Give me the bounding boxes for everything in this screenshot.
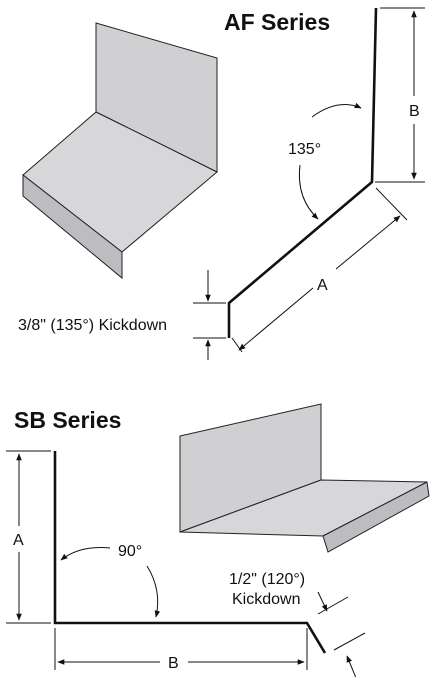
sb-kickdown-label-line2: Kickdown (232, 591, 300, 608)
af-kickdown-dimension: 3/8" (135°) Kickdown (18, 270, 226, 360)
sb-series-group: SB Series A 90° B (6, 403, 430, 677)
af-kickdown-label: 3/8" (135°) Kickdown (18, 317, 167, 334)
af-series-group: AF Series B 135° A (18, 7, 425, 360)
af-angle-135: 135° (288, 102, 362, 220)
sb-angle-90: 90° (60, 543, 161, 618)
af-angle-label: 135° (288, 141, 321, 158)
sb-series-title: SB Series (14, 407, 121, 433)
sb-kickdown-dimension: 1/2" (120°) Kickdown (229, 571, 366, 677)
sb-dimension-a: A (6, 450, 51, 624)
af-label-b: B (409, 103, 420, 120)
sb-label-a: A (13, 532, 24, 549)
sb-profile-line (53, 451, 327, 654)
af-label-a: A (317, 277, 328, 294)
af-profile-line (227, 7, 378, 338)
sb-label-b: B (168, 655, 179, 672)
af-dimension-b: B (375, 7, 425, 183)
sb-3d-illustration (179, 403, 430, 553)
sb-angle-label: 90° (118, 543, 142, 560)
af-dimension-a: A (231, 187, 408, 353)
af-series-title: AF Series (224, 9, 330, 35)
sb-dimension-b: B (54, 628, 308, 672)
sb-kickdown-label-line1: 1/2" (120°) (229, 571, 305, 588)
af-3d-illustration (22, 22, 218, 280)
